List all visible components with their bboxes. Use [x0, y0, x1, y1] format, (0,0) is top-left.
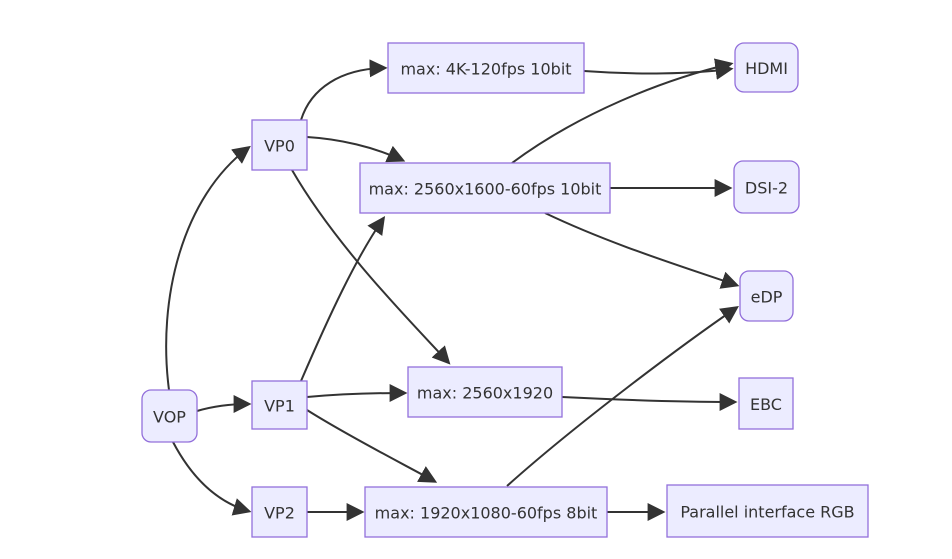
edge-vp0-max2560x1920	[291, 169, 451, 365]
edge-vp0-max4k	[300, 59, 388, 121]
node-edp-label: eDP	[751, 288, 783, 307]
edge-vop-vp2	[172, 441, 252, 516]
node-ebc-label: EBC	[750, 395, 782, 414]
node-max4k-shape	[387, 42, 585, 94]
node-vp2-label: VP2	[264, 504, 295, 523]
node-max1920-label: max: 1920x1080-60fps 8bit	[375, 504, 598, 523]
node-parallel: Parallel interface RGB	[666, 484, 869, 538]
edge-vp1-max2560x1600	[300, 216, 386, 382]
edge-max2560x1600-hdmi	[511, 58, 734, 164]
node-max4k: max: 4K-120fps 10bit	[387, 42, 585, 94]
node-ebc-shape	[738, 377, 794, 430]
node-parallel-label: Parallel interface RGB	[680, 503, 854, 522]
edge-vop-vp1	[196, 395, 252, 414]
node-hdmi: HDMI	[734, 42, 799, 93]
edge-vp0-max2560x1600	[306, 136, 406, 163]
node-max2560x1920-shape	[407, 366, 563, 418]
node-max2560x1600: max: 2560x1600-60fps 10bit	[359, 162, 611, 214]
node-hdmi-shape	[734, 42, 799, 93]
node-dsi2-shape	[733, 160, 800, 214]
node-hdmi-label: HDMI	[745, 59, 788, 78]
node-dsi2: DSI-2	[733, 160, 800, 214]
node-vp0: VP0	[251, 119, 308, 171]
node-vp1: VP1	[251, 380, 308, 430]
node-vop-shape	[141, 389, 198, 443]
node-max1920-shape	[364, 486, 608, 538]
node-vp0-shape	[251, 119, 308, 171]
node-ebc: EBC	[738, 377, 794, 430]
node-max2560x1600-label: max: 2560x1600-60fps 10bit	[369, 180, 602, 199]
node-vp2: VP2	[251, 486, 308, 538]
node-max2560x1920-label: max: 2560x1920	[417, 384, 553, 403]
node-max1920: max: 1920x1080-60fps 8bit	[364, 486, 608, 538]
edge-vop-vp0	[165, 145, 251, 391]
edge-max2560x1600-edp	[544, 212, 740, 289]
node-vp2-shape	[251, 486, 308, 538]
node-edp-shape	[739, 270, 794, 322]
node-vp1-label: VP1	[264, 397, 295, 416]
node-parallel-shape	[666, 484, 869, 538]
node-vop-label: VOP	[153, 408, 186, 427]
node-vop: VOP	[141, 389, 198, 443]
node-max4k-label: max: 4K-120fps 10bit	[400, 60, 571, 79]
node-vp0-label: VP0	[264, 137, 295, 156]
edge-vp1-max2560x1920	[306, 384, 408, 403]
node-dsi2-label: DSI-2	[745, 179, 788, 198]
node-max2560x1600-shape	[359, 162, 611, 214]
edge-max1920-edp	[506, 305, 739, 487]
edge-vp1-max1920	[306, 409, 438, 483]
node-max2560x1920: max: 2560x1920	[407, 366, 563, 418]
node-edp: eDP	[739, 270, 794, 322]
edge-layer	[165, 58, 740, 521]
edge-max2560x1920-ebc	[561, 392, 738, 411]
node-vp1-shape	[251, 380, 308, 430]
